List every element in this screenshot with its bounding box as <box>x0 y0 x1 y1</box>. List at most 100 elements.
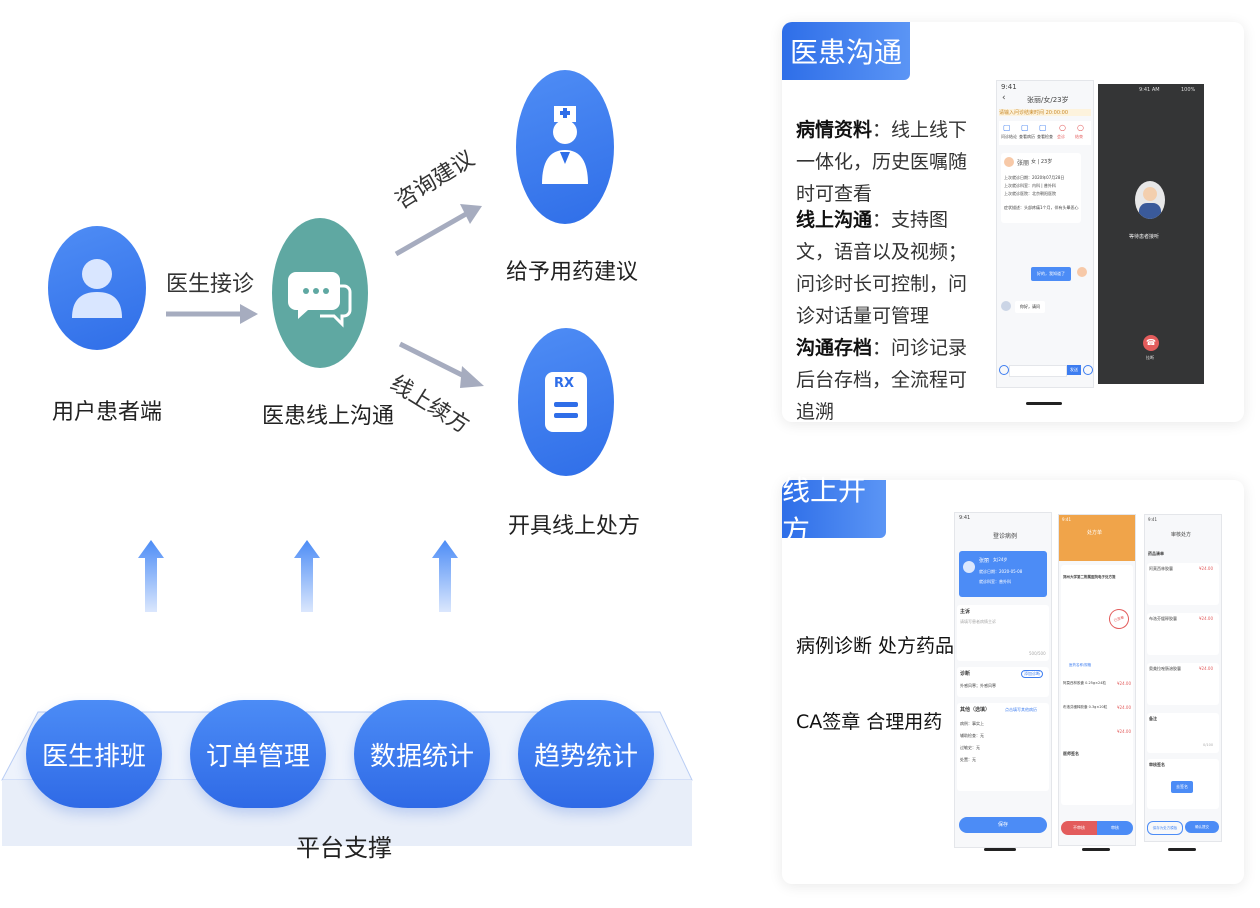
tab-conclusion[interactable]: 问诊结论 <box>1001 134 1017 139</box>
review-phone: 9:41 审核处方 药品清单 阿莫西林胶囊 ¥24.00 布洛芬缓释胶囊 ¥24… <box>1144 514 1222 842</box>
patient-info-card: 张丽 女 | 23岁 上次就诊日期：2020年07月28日 上次就诊科室：内科 … <box>1001 153 1081 223</box>
sign-label: 审核签名 <box>1149 762 1165 767</box>
stamp-icon: 已签章 <box>1106 606 1132 632</box>
voice-icon[interactable] <box>999 365 1009 375</box>
platform-item-schedule[interactable]: 医生排班 <box>26 700 162 808</box>
patient-name: 张丽 <box>1017 160 1030 167</box>
drug-item-3: 奥美拉唑肠溶胶囊 ¥24.00 <box>1147 663 1219 705</box>
drug-name-1: 阿莫西林胶囊 <box>1149 566 1173 571</box>
comm-item-2-title: 线上沟通 <box>796 209 873 231</box>
platform-item-stats[interactable]: 数据统计 <box>354 700 490 808</box>
patient-label: 用户患者端 <box>52 400 163 425</box>
drug-item-2: 布洛芬缓释胶囊 ¥24.00 <box>1147 613 1219 655</box>
back-icon[interactable]: ‹ <box>1002 93 1006 103</box>
platform-item-trends[interactable]: 趋势统计 <box>518 700 654 808</box>
stamp-text: 已签章 <box>1113 615 1125 623</box>
comm-card: 医患沟通 病情资料：线上线下一体化，历史医嘱随时可查看 线上沟通：支持图文，语音… <box>782 22 1244 423</box>
note-label: 备注 <box>1149 716 1157 721</box>
up-arrow-3 <box>432 540 458 612</box>
consult-arrow <box>394 204 482 257</box>
comm-item-3-title: 沟通存档 <box>796 337 873 359</box>
up-arrow-2 <box>294 540 320 612</box>
send-button[interactable]: 发送 <box>1067 365 1081 375</box>
sign-button[interactable]: 去签名 <box>1171 781 1193 793</box>
record-dept: 就诊科室：普外科 <box>979 579 1011 584</box>
other-line-4: 处置：无 <box>960 757 976 762</box>
diag-value: 外感风寒；外感风寒 <box>960 683 996 688</box>
rx-item-2: CA签章 合理用药 <box>796 711 943 733</box>
record-date: 就诊日期：2020-05-08 <box>979 569 1023 574</box>
video-phone: 9:41 AM 100% 等待患者接听 ☎ 挂断 <box>1098 84 1204 384</box>
prescribe-node: RX <box>518 328 614 476</box>
other-line-2: 辅助检查：无 <box>960 733 984 738</box>
add-diag-button[interactable]: 添加诊断 <box>1021 670 1043 678</box>
record-patient: 张丽 女|24岁 就诊日期：2020-05-08 就诊科室：普外科 <box>959 551 1047 597</box>
chat-tabs: 问诊结论 查看病历 查看检查 会诊 结束 ▢ ▢ ▢ ○ ○ <box>999 121 1091 145</box>
sign-section: 审核签名 去签名 <box>1147 759 1219 809</box>
tab-check[interactable]: 查看检查 <box>1037 134 1053 139</box>
comm-item-1-text: ：线上线下一体化，历史医嘱随时可查看 <box>796 119 968 205</box>
video-time: 9:41 AM <box>1139 87 1160 93</box>
chief-section: 主诉 请填写患者病情主诉 500/500 <box>957 605 1049 661</box>
other-label: 其他（选填） <box>960 707 991 713</box>
chief-count: 500/500 <box>1029 651 1046 656</box>
drug-list-label: 药品清单 <box>1148 551 1164 556</box>
patient-avatar <box>1004 157 1014 167</box>
rx-text: RX <box>554 376 575 391</box>
home-indicator-3 <box>1082 848 1110 851</box>
prescription-time: 9:41 <box>1062 517 1071 522</box>
advice-node <box>516 70 614 224</box>
rx-item-1: 病例诊断 处方药品 <box>796 635 955 657</box>
doctor-avatar-small <box>1077 267 1087 277</box>
record-avatar <box>963 561 975 573</box>
chat-icon <box>288 272 352 328</box>
chief-input[interactable]: 请填写患者病情主诉 <box>960 619 996 624</box>
med-line-2: 布洛芬缓释胶囊 0.3g×20粒 <box>1063 705 1108 709</box>
plus-icon[interactable] <box>1083 365 1093 375</box>
med-price-2: ¥24.00 <box>1117 705 1131 710</box>
doctor-icon <box>542 106 588 184</box>
home-indicator-2 <box>984 848 1016 851</box>
tab-consult[interactable]: 会诊 <box>1057 134 1065 139</box>
other-line-1: 病例：事实上 <box>960 721 984 726</box>
chat-title: 张丽/女/23岁 <box>1027 96 1069 104</box>
review-time: 9:41 <box>1148 517 1157 522</box>
chat-phone: 9:41 ‹ 张丽/女/23岁 请输入问诊结束时间 20:00:00 问诊结论 … <box>996 80 1094 388</box>
prescribe-label: 开具线上处方 <box>508 514 641 539</box>
other-link[interactable]: 点击填写其他病历 <box>1005 707 1037 712</box>
comm-item-3-text: ：问诊记录后台存档，全流程可追溯 <box>796 337 968 423</box>
record-info: 女|24岁 <box>993 557 1008 562</box>
approve-button[interactable]: 审核 <box>1097 821 1133 835</box>
video-caption: 等待患者接听 <box>1129 234 1160 240</box>
note-count: 0/100 <box>1203 743 1214 747</box>
hangup-button[interactable]: ☎ <box>1143 335 1159 351</box>
drug-item-1: 阿莫西林胶囊 ¥24.00 <box>1147 563 1219 605</box>
drug-price-3: ¥24.00 <box>1199 666 1213 671</box>
med-header: 医药名称/规格 <box>1069 663 1092 667</box>
save-template-button[interactable]: 保存为处方模板 <box>1147 821 1183 835</box>
hospital-name: 郑州大学第二附属医院电子处方笺 <box>1063 575 1116 579</box>
tab-record[interactable]: 查看病历 <box>1019 134 1035 139</box>
rx-icon: RX <box>545 372 587 432</box>
record-save-button[interactable]: 保存 <box>959 817 1047 833</box>
platform-item-orders[interactable]: 订单管理 <box>190 700 326 808</box>
record-title: 登诊病例 <box>993 533 1018 540</box>
prescription-phone: 9:41 处方单 郑州大学第二附属医院电子处方笺 已签章 医药名称/规格 阿莫西… <box>1058 514 1136 846</box>
chat-banner: 请输入问诊结束时间 20:00:00 <box>999 109 1091 116</box>
confirm-button[interactable]: 确认提交 <box>1185 821 1219 833</box>
record-name: 张丽 <box>979 558 990 564</box>
note-section: 备注 0/100 <box>1147 713 1219 753</box>
tab-end[interactable]: 结束 <box>1075 134 1083 139</box>
diag-label: 诊断 <box>960 671 971 677</box>
med-price-1: ¥24.00 <box>1117 681 1131 686</box>
reject-button[interactable]: 不审核 <box>1061 821 1097 835</box>
record-phone: 9:41 登诊病例 张丽 女|24岁 就诊日期：2020-05-08 就诊科室：… <box>954 512 1052 848</box>
doctor-video-avatar <box>1135 181 1165 219</box>
chat-input[interactable] <box>1009 365 1067 377</box>
up-arrow-1 <box>138 540 164 612</box>
home-indicator-1 <box>1026 402 1062 405</box>
other-line-3: 过敏史：无 <box>960 745 980 750</box>
user-icon <box>72 259 122 318</box>
chief-label: 主诉 <box>960 609 971 615</box>
patient-info: 女 | 23岁 <box>1031 159 1053 165</box>
